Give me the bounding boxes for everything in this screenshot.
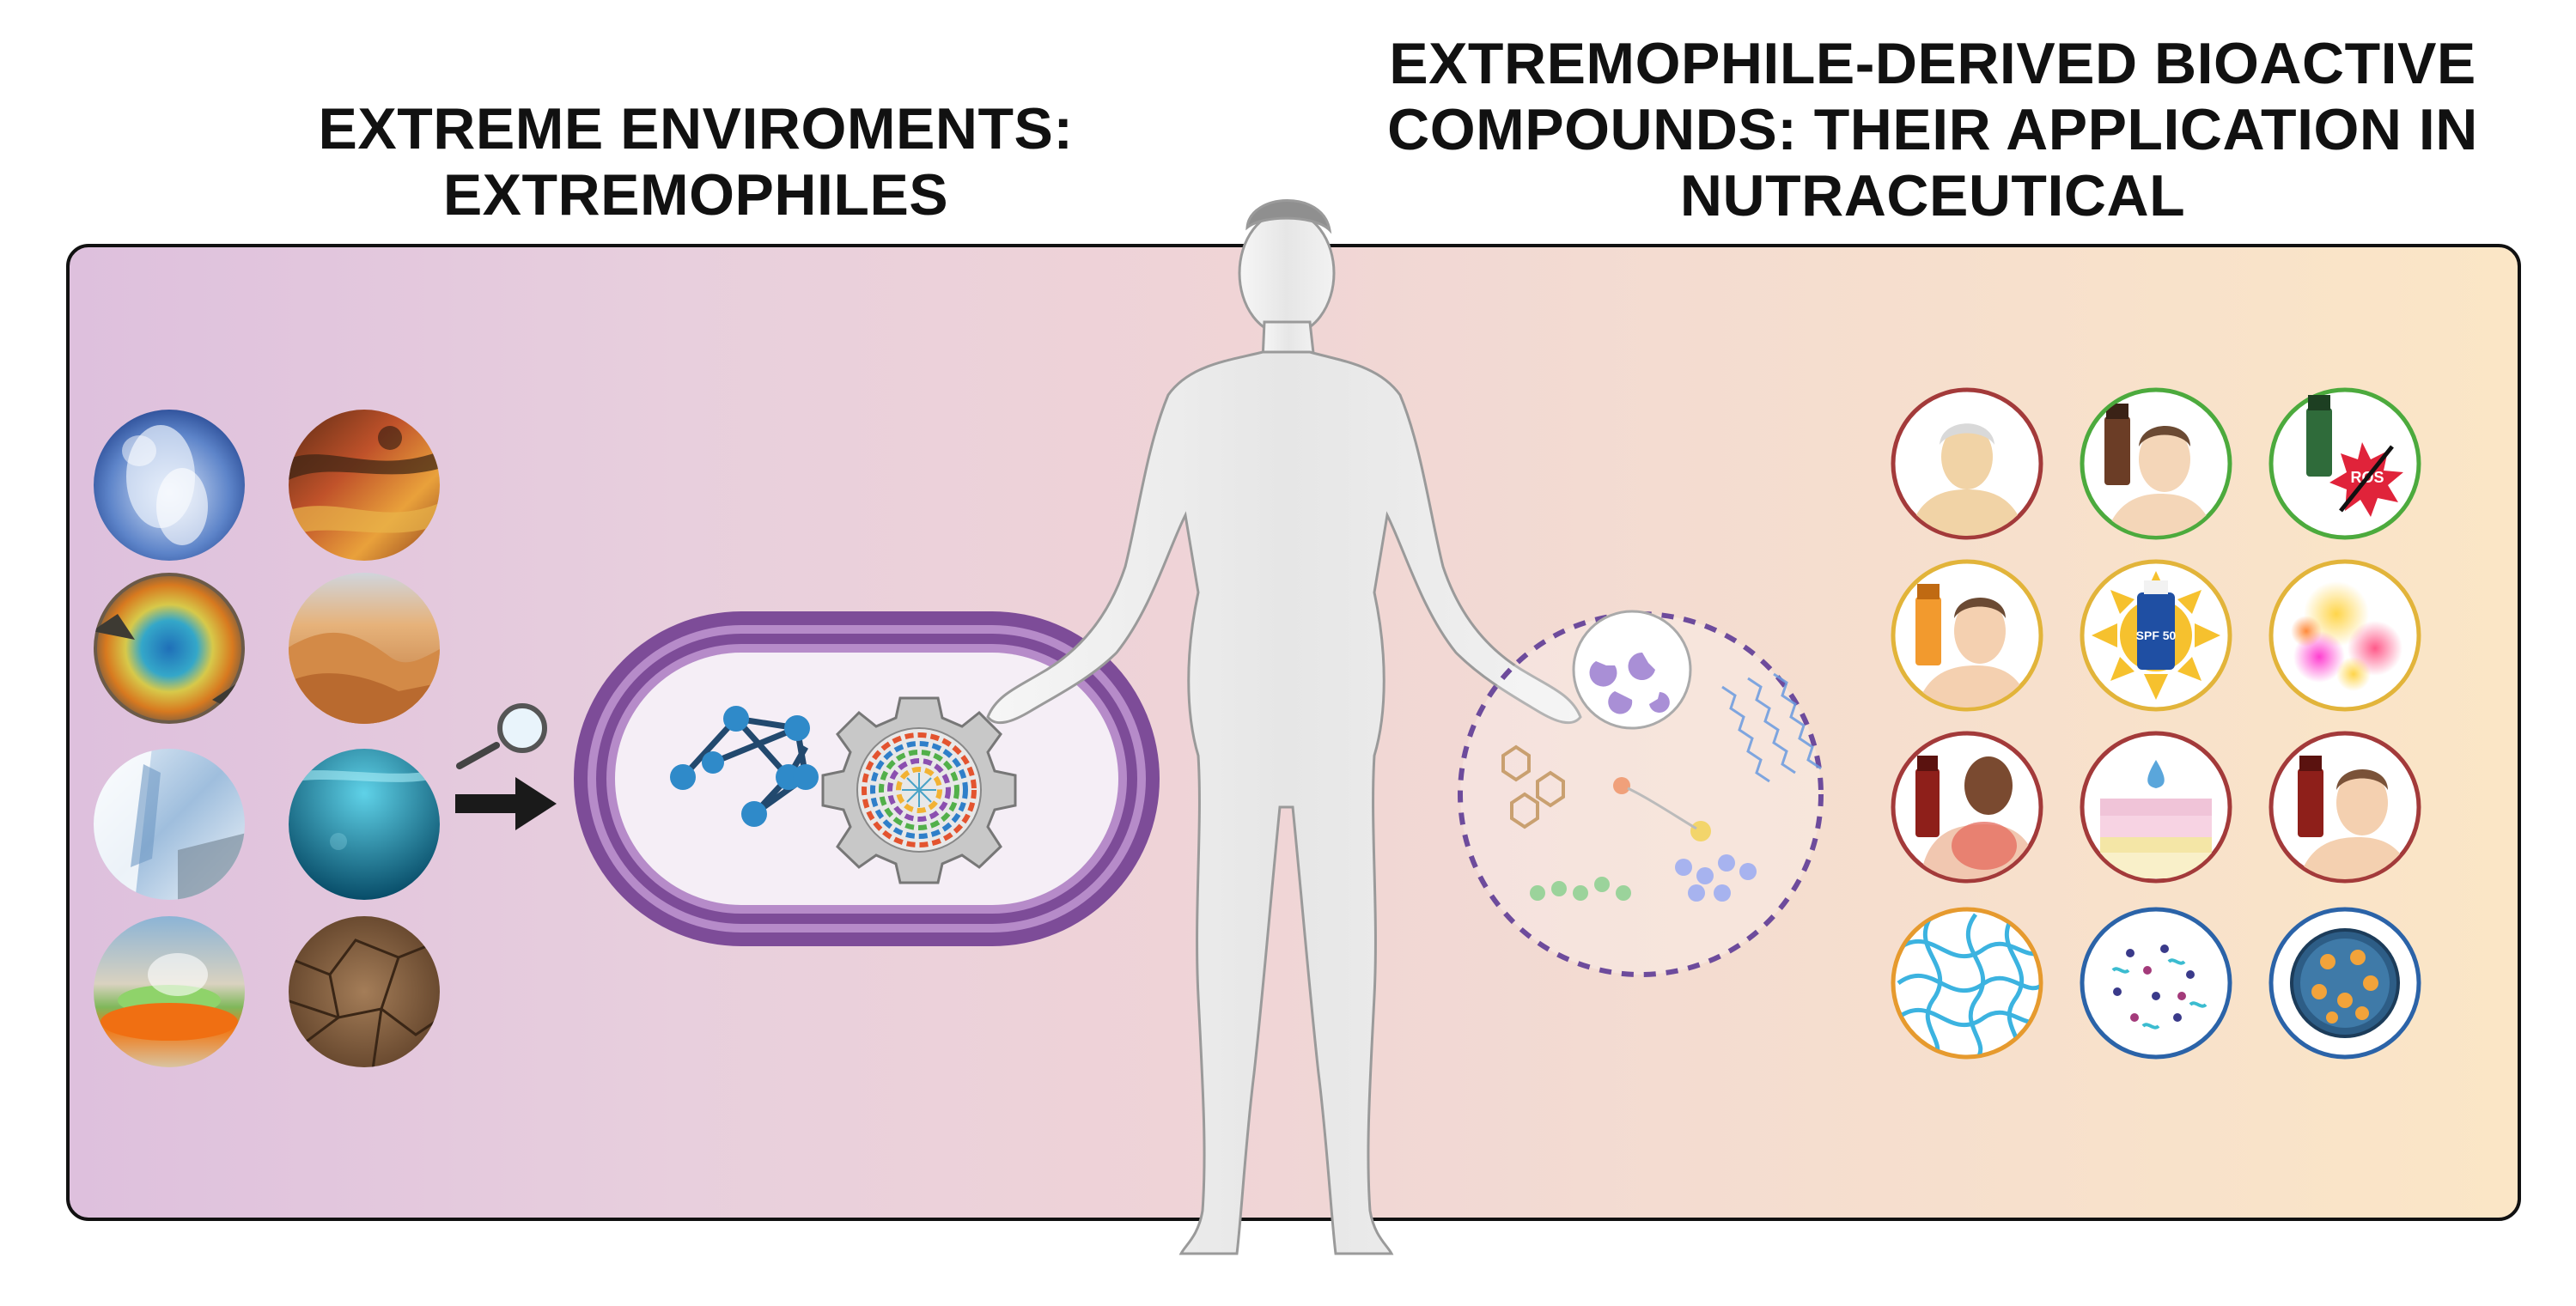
genome-gear-icon [821,696,1017,884]
env-atmosphere-icon [94,410,245,561]
app-pigments-icon [2268,559,2421,712]
arrow-icon [455,777,557,830]
app-polymer-network-icon [1891,907,2043,1060]
bioactive-compounds-circle [1458,610,1824,977]
env-geyser-icon [94,916,245,1067]
env-polar-ice-icon [94,749,245,900]
metabolic-network-icon [670,706,819,827]
app-skin-whitening-icon [2080,387,2232,540]
title-extreme-environments: EXTREME ENVIROMENTS: EXTREMOPHILES [318,96,1074,228]
env-deep-sea-icon [289,749,440,900]
env-hot-spring-icon [94,573,245,724]
env-desert-icon [289,573,440,724]
app-skin-care-icon [2268,731,2421,884]
app-anti-aging-icon [1891,387,2043,540]
title-bioactive-compounds: EXTREMOPHILE-DERIVED BIOACTIVE COMPOUNDS… [1387,31,2478,228]
spf-label: SPF 50 [2136,629,2177,642]
app-encapsulation-icon [2268,907,2421,1060]
magnifier-icon [456,703,547,769]
env-dry-soil-icon [289,916,440,1067]
app-nanoparticles-icon [2080,907,2232,1060]
env-acidic-river-icon [289,410,440,561]
app-sunburn-back-icon [1891,731,2043,884]
human-figure [986,199,1582,1255]
app-moisturizing-cream-icon [1891,559,2043,712]
app-skin-hydration-icon [2080,731,2232,884]
app-antioxidant-ros-icon: ROS [2268,387,2421,540]
app-sunscreen-spf-icon: SPF 50 [2080,559,2232,712]
